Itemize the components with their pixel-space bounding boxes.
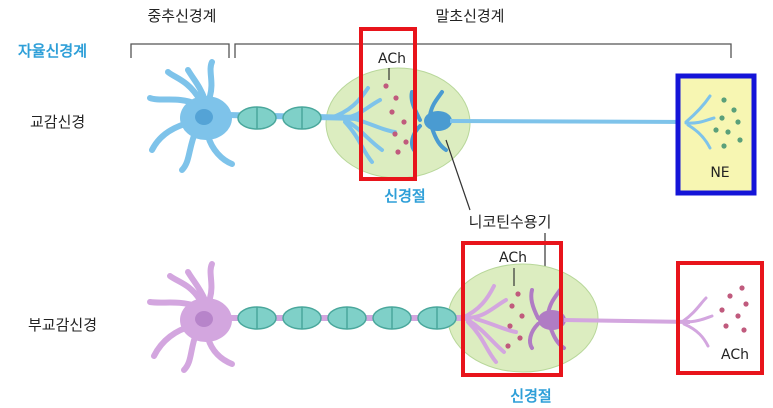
receptor-leader-sym	[445, 139, 471, 211]
cns-label: 중추신경계	[147, 7, 216, 25]
sym-ganglion-label: 신경절	[384, 187, 425, 205]
para-ganglion-highlight-box	[461, 241, 563, 377]
para-ganglion-label: 신경절	[510, 387, 551, 405]
ne-vesicles	[713, 97, 743, 149]
sympathetic-ganglion-vesicles	[383, 83, 409, 155]
ach-target-box	[676, 261, 764, 375]
ach-target-vesicles	[719, 285, 749, 333]
para-ganglion-ach-label: ACh	[499, 250, 527, 266]
sym-ganglion-ach-label: ACh	[378, 51, 406, 67]
parasympathetic-label: 부교감신경	[28, 316, 97, 334]
parasympathetic-ganglion-vesicles	[505, 291, 525, 349]
pns-bracket	[234, 43, 732, 58]
ach-target-label: ACh	[721, 347, 749, 363]
pns-label: 말초신경계	[435, 7, 504, 25]
sympathetic-preganglionic-neuron	[147, 59, 397, 173]
autonomic-label: 자율신경계	[18, 42, 87, 60]
parasympathetic-preganglionic-neuron	[147, 261, 518, 373]
sym-ganglion-highlight-box	[359, 27, 417, 181]
sympathetic-label: 교감신경	[30, 113, 85, 131]
ne-label: NE	[710, 165, 729, 181]
nicotinic-receptor-label: 니코틴수용기	[469, 213, 552, 231]
ne-target-box	[675, 73, 757, 196]
cns-bracket	[130, 43, 230, 58]
parasympathetic-postganglionic-neuron	[528, 288, 714, 350]
